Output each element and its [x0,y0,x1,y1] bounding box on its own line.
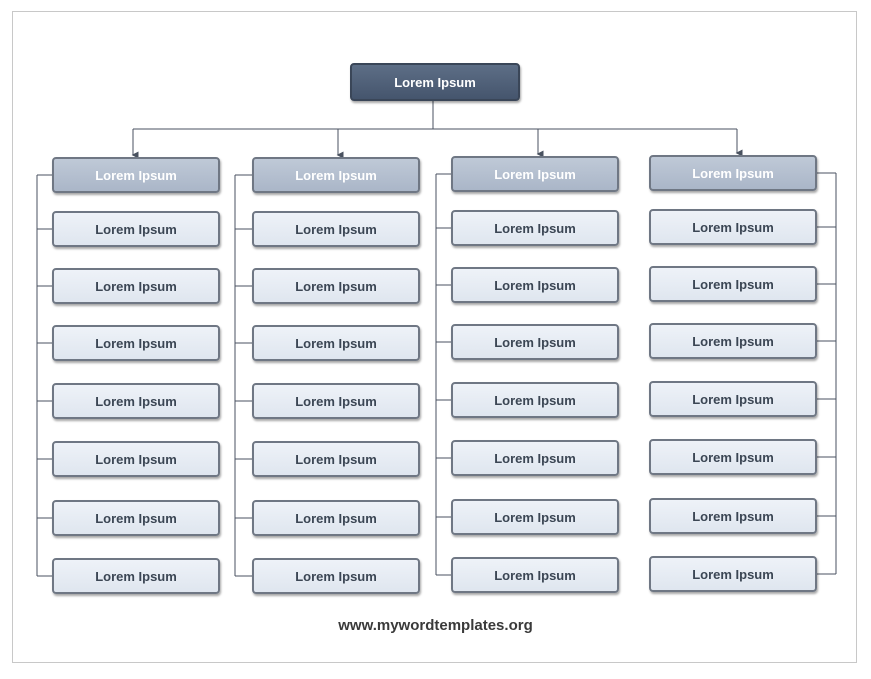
column-4-item-node[interactable]: Lorem Ipsum [649,556,817,592]
column-1-item-node[interactable]: Lorem Ipsum [52,558,220,594]
column-3-header-node[interactable]: Lorem Ipsum [451,156,619,192]
node-label: Lorem Ipsum [494,509,576,525]
column-3-item-node[interactable]: Lorem Ipsum [451,557,619,593]
node-label: Lorem Ipsum [95,451,177,467]
footer-url: www.mywordtemplates.org [338,617,533,634]
node-label: Lorem Ipsum [295,278,377,294]
column-1-item-node[interactable]: Lorem Ipsum [52,441,220,477]
node-label: Lorem Ipsum [295,393,377,409]
root-node[interactable]: Lorem Ipsum [350,63,520,101]
column-4-item-node[interactable]: Lorem Ipsum [649,498,817,534]
column-2-item-node[interactable]: Lorem Ipsum [252,500,420,536]
column-4-item-node[interactable]: Lorem Ipsum [649,439,817,475]
column-1-item-node[interactable]: Lorem Ipsum [52,268,220,304]
node-label: Lorem Ipsum [692,566,774,582]
node-label: Lorem Ipsum [95,393,177,409]
node-label: Lorem Ipsum [95,167,177,183]
node-label: Lorem Ipsum [295,221,377,237]
column-3-item-node[interactable]: Lorem Ipsum [451,267,619,303]
column-4-item-node[interactable]: Lorem Ipsum [649,266,817,302]
node-label: Lorem Ipsum [295,510,377,526]
column-1-item-node[interactable]: Lorem Ipsum [52,211,220,247]
node-label: Lorem Ipsum [494,450,576,466]
page-frame [12,11,857,663]
node-label: Lorem Ipsum [95,568,177,584]
node-label: Lorem Ipsum [494,220,576,236]
node-label: Lorem Ipsum [95,335,177,351]
node-label: Lorem Ipsum [692,391,774,407]
node-label: Lorem Ipsum [494,392,576,408]
column-2-item-node[interactable]: Lorem Ipsum [252,383,420,419]
node-label: Lorem Ipsum [494,334,576,350]
node-label: Lorem Ipsum [692,333,774,349]
node-label: Lorem Ipsum [692,276,774,292]
column-4-header-node[interactable]: Lorem Ipsum [649,155,817,191]
column-3-item-node[interactable]: Lorem Ipsum [451,382,619,418]
column-1-item-node[interactable]: Lorem Ipsum [52,500,220,536]
node-label: Lorem Ipsum [95,221,177,237]
column-1-item-node[interactable]: Lorem Ipsum [52,325,220,361]
column-4-item-node[interactable]: Lorem Ipsum [649,323,817,359]
column-2-header-node[interactable]: Lorem Ipsum [252,157,420,193]
column-2-item-node[interactable]: Lorem Ipsum [252,268,420,304]
node-label: Lorem Ipsum [295,335,377,351]
column-2-item-node[interactable]: Lorem Ipsum [252,325,420,361]
node-label: Lorem Ipsum [692,449,774,465]
node-label: Lorem Ipsum [692,219,774,235]
column-3-item-node[interactable]: Lorem Ipsum [451,499,619,535]
node-label: Lorem Ipsum [95,510,177,526]
column-1-header-node[interactable]: Lorem Ipsum [52,157,220,193]
column-3-item-node[interactable]: Lorem Ipsum [451,324,619,360]
column-1-item-node[interactable]: Lorem Ipsum [52,383,220,419]
column-3-item-node[interactable]: Lorem Ipsum [451,210,619,246]
column-2-item-node[interactable]: Lorem Ipsum [252,558,420,594]
column-3-item-node[interactable]: Lorem Ipsum [451,440,619,476]
node-label: Lorem Ipsum [494,166,576,182]
column-4-item-node[interactable]: Lorem Ipsum [649,209,817,245]
node-label: Lorem Ipsum [295,568,377,584]
column-4-item-node[interactable]: Lorem Ipsum [649,381,817,417]
column-2-item-node[interactable]: Lorem Ipsum [252,211,420,247]
node-label: Lorem Ipsum [692,508,774,524]
node-label: Lorem Ipsum [494,567,576,583]
node-label: Lorem Ipsum [295,167,377,183]
column-2-item-node[interactable]: Lorem Ipsum [252,441,420,477]
root-node-label: Lorem Ipsum [394,74,476,90]
node-label: Lorem Ipsum [295,451,377,467]
node-label: Lorem Ipsum [95,278,177,294]
node-label: Lorem Ipsum [692,165,774,181]
node-label: Lorem Ipsum [494,277,576,293]
